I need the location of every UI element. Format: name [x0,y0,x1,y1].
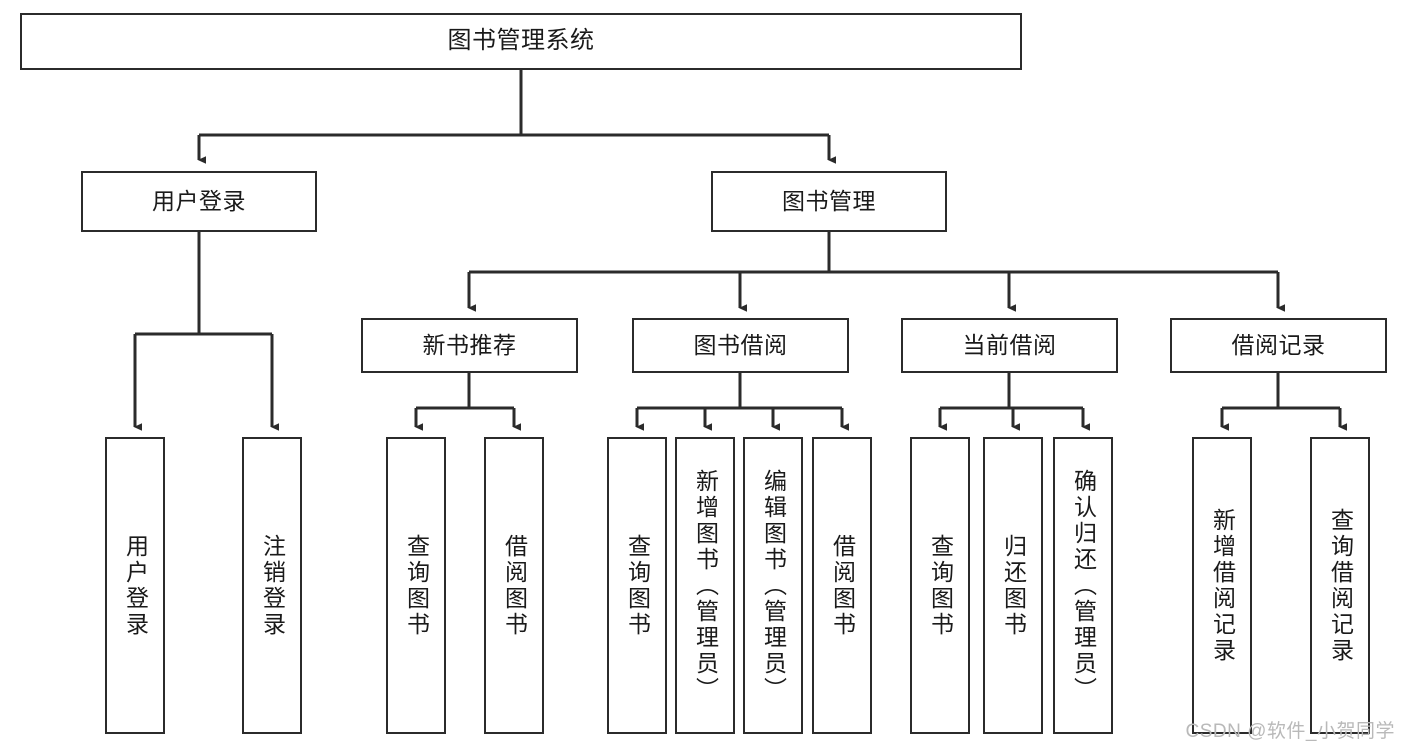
node-new-book-recommend-label: 新书推荐 [422,331,517,358]
node-leaf-confirm-return[interactable]: 确认归还（管理员） [1053,437,1113,734]
node-leaf-query-book-2[interactable]: 查询图书 [607,437,667,734]
node-book-borrow-label: 图书借阅 [693,331,788,358]
node-root[interactable]: 图书管理系统 [20,13,1022,70]
node-leaf-return-book-label: 归还图书 [1000,533,1027,638]
node-root-label: 图书管理系统 [447,27,595,55]
node-leaf-query-book-2-label: 查询图书 [624,533,651,638]
node-leaf-borrow-book-1-label: 借阅图书 [501,533,528,638]
node-borrow-record[interactable]: 借阅记录 [1170,318,1387,373]
node-new-book-recommend[interactable]: 新书推荐 [361,318,578,373]
node-current-borrow-label: 当前借阅 [962,331,1057,358]
node-leaf-query-record-label: 查询借阅记录 [1327,507,1354,664]
node-leaf-query-book-1[interactable]: 查询图书 [386,437,446,734]
node-leaf-query-book-1-label: 查询图书 [403,533,430,638]
node-leaf-confirm-return-label: 确认归还（管理员） [1070,468,1097,703]
node-user-login-label: 用户登录 [152,187,246,214]
node-leaf-add-book-label: 新增图书（管理员） [692,468,719,703]
node-user-login[interactable]: 用户登录 [81,171,317,232]
node-book-borrow[interactable]: 图书借阅 [632,318,849,373]
node-leaf-query-book-3[interactable]: 查询图书 [910,437,970,734]
node-leaf-user-login-label: 用户登录 [122,533,149,638]
node-current-borrow[interactable]: 当前借阅 [901,318,1118,373]
node-leaf-add-book[interactable]: 新增图书（管理员） [675,437,735,734]
node-book-manage[interactable]: 图书管理 [711,171,947,232]
node-leaf-add-record[interactable]: 新增借阅记录 [1192,437,1252,734]
node-leaf-logout-label: 注销登录 [259,533,286,638]
node-leaf-return-book[interactable]: 归还图书 [983,437,1043,734]
node-leaf-user-login[interactable]: 用户登录 [105,437,165,734]
node-leaf-query-book-3-label: 查询图书 [927,533,954,638]
node-leaf-borrow-book-2-label: 借阅图书 [829,533,856,638]
node-leaf-edit-book-label: 编辑图书（管理员） [760,468,787,703]
node-borrow-record-label: 借阅记录 [1231,331,1326,358]
node-leaf-query-record[interactable]: 查询借阅记录 [1310,437,1370,734]
node-leaf-borrow-book-1[interactable]: 借阅图书 [484,437,544,734]
node-leaf-logout[interactable]: 注销登录 [242,437,302,734]
node-leaf-edit-book[interactable]: 编辑图书（管理员） [743,437,803,734]
watermark-text: CSDN @软件_小贺同学 [1185,721,1395,742]
node-book-manage-label: 图书管理 [782,187,876,214]
node-leaf-add-record-label: 新增借阅记录 [1209,507,1236,664]
node-leaf-borrow-book-2[interactable]: 借阅图书 [812,437,872,734]
